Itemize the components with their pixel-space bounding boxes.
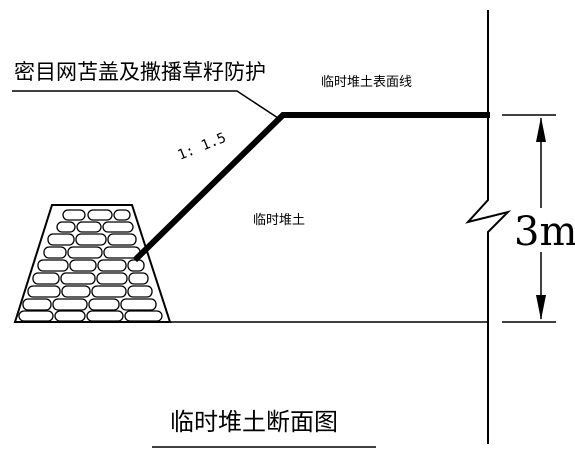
- arrow-down-icon: [536, 295, 546, 320]
- height-dimension: [502, 114, 556, 323]
- wall-line: [465, 10, 512, 444]
- protection-label: 密目网苫盖及撒播草籽防护: [14, 60, 266, 84]
- diagram-title: 临时堆土断面图: [170, 408, 338, 436]
- height-label: 3m: [514, 209, 575, 255]
- stone-toe: [13, 204, 172, 323]
- slope-ratio-label: 1: 1.5: [176, 130, 229, 164]
- pile-surface-line: [132, 112, 490, 263]
- pile-label: 临时堆土: [253, 213, 305, 228]
- surface-line-label: 临时堆土表面线: [321, 75, 412, 90]
- arrow-up-icon: [536, 117, 546, 142]
- protection-leader-line: [12, 90, 279, 119]
